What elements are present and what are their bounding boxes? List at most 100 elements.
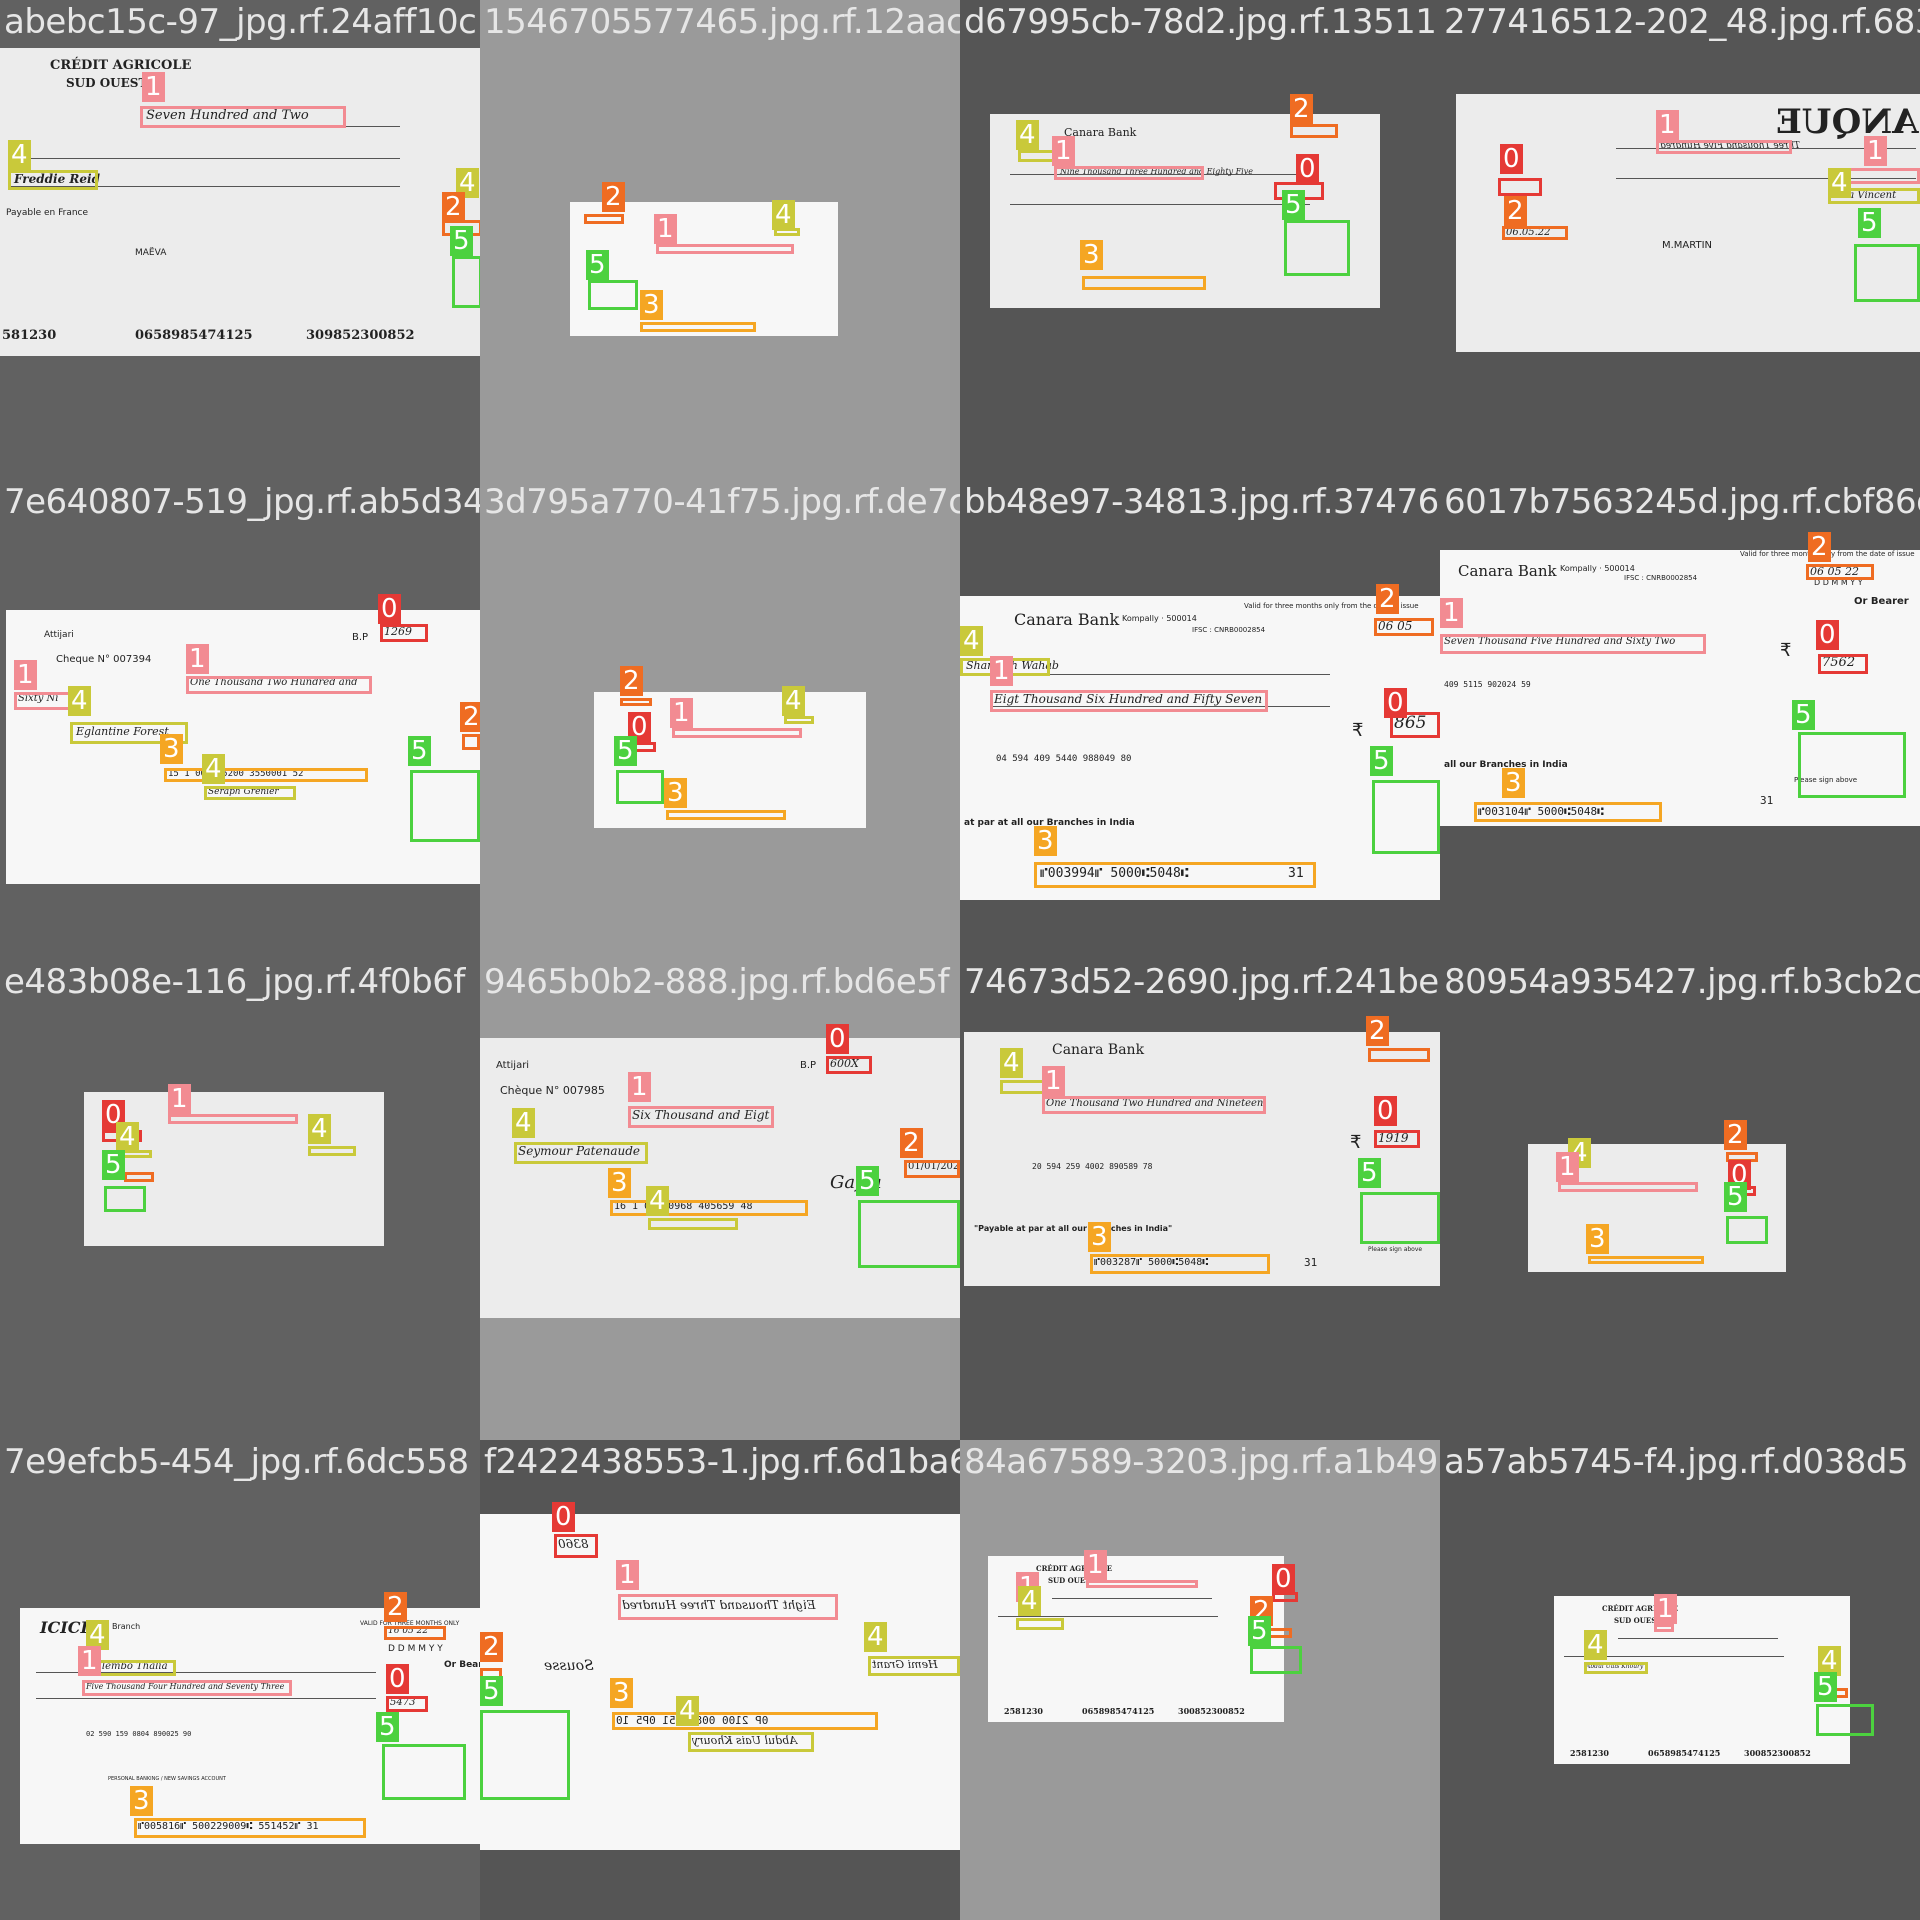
bbox-micr[interactable] bbox=[1082, 276, 1206, 290]
bbox-amount-words[interactable] bbox=[618, 1594, 838, 1620]
bbox-date[interactable] bbox=[1374, 618, 1434, 636]
bbox-micr[interactable] bbox=[666, 810, 786, 820]
bbox-payee[interactable] bbox=[1016, 1618, 1064, 1630]
bbox-payee[interactable] bbox=[784, 716, 814, 724]
tile-8[interactable]: e483b08e-116_jpg.rf.4f0b6f 0 1 4 4 5 bbox=[0, 960, 480, 1440]
bbox-payee[interactable] bbox=[1584, 1662, 1648, 1674]
bbox-date[interactable] bbox=[384, 1626, 446, 1640]
bbox-signature[interactable] bbox=[1816, 1704, 1874, 1736]
bbox-micr[interactable] bbox=[610, 1200, 808, 1216]
bbox-date[interactable] bbox=[584, 214, 624, 224]
bbox-amount-number[interactable] bbox=[380, 624, 428, 642]
bbox-amount-words[interactable] bbox=[656, 244, 794, 254]
bbox-signature[interactable] bbox=[1284, 220, 1350, 276]
bbox-signature[interactable] bbox=[1726, 1216, 1768, 1244]
cheque-document: Sousse bbox=[480, 1514, 960, 1850]
bbox-signature[interactable] bbox=[452, 256, 480, 308]
tile-15[interactable]: a57ab5745-f4.jpg.rf.d038d5 CRÉDIT AGRICO… bbox=[1440, 1440, 1920, 1920]
bbox-date[interactable] bbox=[904, 1160, 960, 1178]
bbox-signer[interactable] bbox=[648, 1218, 738, 1230]
bbox-amount-words[interactable] bbox=[1054, 166, 1204, 180]
bbox-signature[interactable] bbox=[1798, 732, 1906, 798]
bbox-signature[interactable] bbox=[480, 1710, 570, 1800]
tile-14[interactable]: 84a67589-3203.jpg.rf.a1b499 CRÉDIT AGRIC… bbox=[960, 1440, 1440, 1920]
bbox-date[interactable] bbox=[1290, 124, 1338, 138]
bbox-amount-words[interactable] bbox=[1656, 140, 1792, 154]
bbox-micr[interactable] bbox=[1474, 802, 1662, 822]
bbox-signer[interactable] bbox=[688, 1732, 814, 1752]
date: 16 05 22 bbox=[388, 1626, 429, 1636]
bbox-signature[interactable] bbox=[1854, 244, 1920, 302]
bbox-amount-number[interactable] bbox=[826, 1056, 872, 1074]
bbox-payee[interactable] bbox=[514, 1142, 648, 1164]
bbox-date[interactable] bbox=[1806, 564, 1874, 580]
bbox-amount-words[interactable] bbox=[168, 1114, 298, 1124]
tile-10[interactable]: 74673d52-2690.jpg.rf.241be9 Canara Bank … bbox=[960, 960, 1440, 1440]
bbox-amount-number[interactable] bbox=[386, 1696, 428, 1712]
bbox-amount-words[interactable] bbox=[1042, 1096, 1266, 1114]
bbox-payee[interactable] bbox=[8, 170, 98, 190]
bbox-signature[interactable] bbox=[588, 280, 638, 310]
tile-4[interactable]: 7e640807-519_jpg.rf.ab5d34 Attijari Cheq… bbox=[0, 480, 480, 960]
tile-1[interactable]: 1546705577465.jpg.rf.12aac0 2 1 4 5 3 bbox=[480, 0, 960, 480]
bbox-amount-number[interactable] bbox=[1374, 1130, 1420, 1148]
tile-0[interactable]: abebc15c-97_jpg.rf.24aff10c CRÉDIT AGRIC… bbox=[0, 0, 480, 480]
bbox-amount-words[interactable] bbox=[672, 728, 802, 738]
tile-7[interactable]: 6017b7563245d.jpg.rf.cbf86d Canara Bank … bbox=[1440, 480, 1920, 960]
bbox-amount-words[interactable] bbox=[186, 676, 372, 694]
bbox-micr[interactable] bbox=[1034, 862, 1316, 888]
bbox-payee-2[interactable] bbox=[308, 1146, 356, 1156]
class-tag-4: 4 bbox=[864, 1622, 887, 1652]
class-tag-3: 3 bbox=[1586, 1224, 1609, 1254]
rupee-symbol: ₹ bbox=[1352, 720, 1364, 741]
bbox-amount-number[interactable] bbox=[554, 1534, 598, 1558]
bbox-micr[interactable] bbox=[1588, 1256, 1704, 1264]
class-tag-3: 3 bbox=[1034, 826, 1057, 856]
bbox-signature[interactable] bbox=[382, 1744, 466, 1800]
bbox-amount-number[interactable] bbox=[1818, 654, 1868, 674]
bbox-micr[interactable] bbox=[164, 768, 368, 782]
bbox-signature[interactable] bbox=[1360, 1192, 1440, 1244]
tile-3[interactable]: 277416512-202_48.jpg.rf.683a85 BANQUE M.… bbox=[1440, 0, 1920, 480]
bbox-payee[interactable] bbox=[70, 722, 188, 744]
bbox-date[interactable] bbox=[1502, 226, 1568, 240]
bbox-micr[interactable] bbox=[640, 322, 756, 332]
bbox-signature[interactable] bbox=[1372, 780, 1440, 854]
bbox-amount-words[interactable] bbox=[1558, 1182, 1698, 1192]
bbox-amount-words[interactable] bbox=[140, 106, 346, 128]
bbox-signature[interactable] bbox=[616, 770, 664, 804]
bbox-date[interactable] bbox=[1368, 1048, 1430, 1062]
bbox-amount-cont[interactable] bbox=[14, 692, 74, 710]
bbox-amount-words[interactable] bbox=[628, 1106, 774, 1128]
bbox-signature[interactable] bbox=[410, 770, 480, 842]
sign-hint: Please sign above bbox=[1794, 776, 1858, 784]
bbox-payee[interactable] bbox=[1000, 1080, 1048, 1094]
bbox-micr[interactable] bbox=[612, 1712, 878, 1730]
bbox-signature[interactable] bbox=[104, 1186, 146, 1212]
bbox-amount-words[interactable] bbox=[82, 1680, 292, 1696]
tile-5[interactable]: 3d795a770-41f75.jpg.rf.de7cf5 2 1 4 0 5 … bbox=[480, 480, 960, 960]
bbox-amount-number[interactable] bbox=[1390, 712, 1440, 738]
bbox-signer[interactable] bbox=[204, 786, 296, 800]
bbox-amount-words[interactable] bbox=[1654, 1624, 1674, 1632]
tile-13[interactable]: f2422438553-1.jpg.rf.6d1ba6 Sousse 0 836… bbox=[480, 1440, 960, 1920]
bbox-payee[interactable] bbox=[868, 1656, 960, 1676]
sign-hint: Please sign above bbox=[1368, 1246, 1423, 1253]
tile-9[interactable]: 9465b0b2-888.jpg.rf.bd6e5f Attijari Chèq… bbox=[480, 960, 960, 1440]
bbox-amount-words[interactable] bbox=[1440, 634, 1706, 654]
tile-12[interactable]: 7e9efcb5-454_jpg.rf.6dc558 ICICI Branch … bbox=[0, 1440, 480, 1920]
bbox-date[interactable] bbox=[462, 734, 480, 750]
tile-11[interactable]: 80954a935427.jpg.rf.b3cb2c 4 1 2 0 5 3 bbox=[1440, 960, 1920, 1440]
bbox-amount-number[interactable] bbox=[1498, 178, 1542, 196]
bbox-amount-words[interactable] bbox=[1086, 1580, 1198, 1588]
bbox-amount-words[interactable] bbox=[990, 690, 1268, 712]
tile-6[interactable]: bb48e97-34813.jpg.rf.37476c Canara Bank … bbox=[960, 480, 1440, 960]
bbox-signature[interactable] bbox=[858, 1200, 960, 1268]
bbox-signature[interactable] bbox=[1250, 1646, 1302, 1674]
tile-2[interactable]: d67995cb-78d2.jpg.rf.135111 Canara Bank … bbox=[960, 0, 1440, 480]
payable-text: Payable en France bbox=[6, 208, 89, 218]
bbox-micr[interactable] bbox=[1090, 1254, 1270, 1274]
bbox-date[interactable] bbox=[124, 1172, 154, 1182]
bbox-date[interactable] bbox=[620, 698, 652, 706]
bbox-micr[interactable] bbox=[134, 1818, 366, 1838]
